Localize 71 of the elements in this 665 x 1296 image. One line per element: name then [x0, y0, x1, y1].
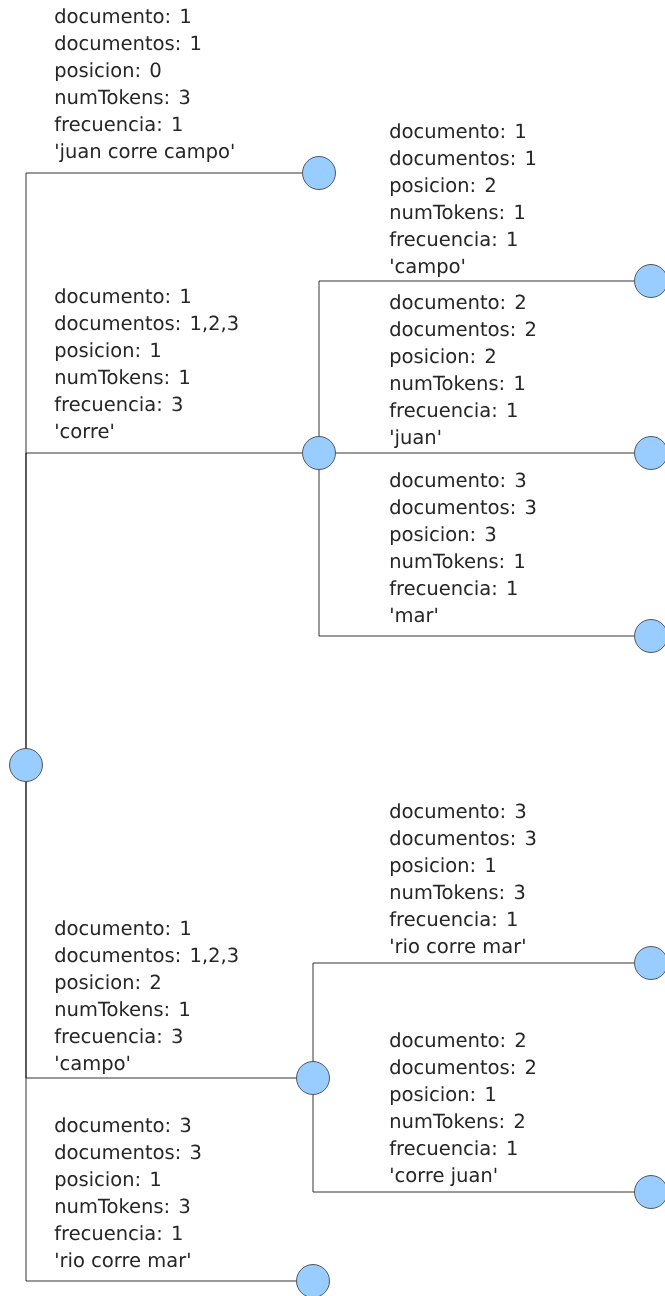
attribute-text: 'campo'	[391, 258, 465, 278]
attribute-text: documento: 2	[390, 294, 525, 310]
attribute-text: 'corre'	[56, 423, 113, 439]
attribute-text: numTokens: 2	[390, 1113, 524, 1129]
attribute-text: numTokens: 1	[390, 375, 524, 391]
attribute-text: frecuencia: 3	[54, 1028, 182, 1044]
attribute-text: documento: 1	[55, 920, 190, 936]
connector-line	[318, 469, 635, 637]
attribute-text: frecuencia: 1	[389, 911, 517, 927]
attribute-text: frecuencia: 1	[389, 231, 517, 247]
attribute-text: posicion: 2	[390, 348, 495, 368]
tree-node-circle	[634, 264, 665, 298]
tree-node-circle	[634, 619, 665, 653]
attribute-text: 'rio corre mar'	[391, 938, 525, 954]
attribute-text: numTokens: 3	[55, 1198, 190, 1214]
attribute-text: 'campo'	[56, 1055, 130, 1075]
attribute-text: documentos: 2	[390, 1059, 535, 1075]
tree-node-circle	[9, 748, 43, 782]
attribute-text: posicion: 2	[390, 177, 495, 197]
tree-node-circle	[302, 156, 336, 190]
attribute-text: frecuencia: 1	[389, 402, 517, 418]
attribute-text: frecuencia: 3	[54, 396, 182, 412]
attribute-text: posicion: 1	[390, 1086, 495, 1106]
attribute-text: documento: 3	[390, 472, 526, 488]
connector-line	[312, 962, 635, 1062]
tree-node-circle	[296, 1264, 330, 1296]
tree-node-circle	[634, 436, 665, 470]
attribute-text: documento: 1	[390, 123, 525, 139]
attribute-text: documentos: 3	[55, 1144, 201, 1160]
connector-line	[25, 452, 303, 749]
attribute-text: posicion: 1	[55, 342, 160, 362]
attribute-text: documento: 1	[55, 288, 190, 304]
attribute-text: documento: 3	[390, 803, 526, 819]
attribute-text: 'rio corre mar'	[56, 1252, 190, 1268]
connector-line	[335, 452, 635, 454]
connector-line	[312, 1094, 635, 1193]
attribute-text: documento: 3	[55, 1117, 191, 1133]
attribute-text: documentos: 3	[390, 830, 536, 846]
tree-node-circle	[634, 946, 665, 980]
tree-node-circle	[634, 1175, 665, 1209]
attribute-text: frecuencia: 1	[389, 1140, 517, 1156]
attribute-text: documentos: 1	[390, 150, 536, 166]
attribute-text: numTokens: 1	[55, 369, 189, 385]
attribute-text: documento: 2	[390, 1032, 525, 1048]
attribute-text: frecuencia: 1	[54, 1225, 182, 1241]
attribute-text: documentos: 3	[390, 499, 536, 515]
attribute-text: documentos: 2	[390, 321, 535, 337]
attribute-text: numTokens: 3	[55, 89, 190, 105]
attribute-text: documentos: 1,2,3	[55, 947, 238, 965]
attribute-text: posicion: 2	[55, 974, 160, 994]
attribute-text: posicion: 1	[390, 857, 495, 877]
attribute-text: posicion: 3	[390, 526, 496, 546]
attribute-text: posicion: 1	[55, 1171, 160, 1191]
attribute-text: 'juan'	[391, 429, 441, 449]
attribute-text: numTokens: 1	[55, 1001, 189, 1017]
attribute-text: frecuencia: 1	[389, 580, 517, 596]
attribute-text: posicion: 0	[55, 62, 161, 82]
attribute-text: numTokens: 1	[390, 204, 524, 220]
attribute-text: numTokens: 3	[390, 884, 525, 900]
connector-line	[25, 781, 297, 1282]
attribute-text: documento: 1	[55, 8, 190, 24]
tree-node-circle	[302, 436, 336, 470]
connector-line	[318, 280, 635, 437]
attribute-text: 'juan corre campo'	[56, 143, 234, 163]
attribute-text: 'corre juan'	[391, 1167, 497, 1187]
attribute-text: numTokens: 1	[390, 553, 524, 569]
attribute-text: frecuencia: 1	[54, 116, 182, 132]
tree-node-circle	[296, 1061, 330, 1095]
attribute-text: 'mar'	[391, 607, 437, 623]
attribute-text: documentos: 1	[55, 35, 201, 51]
attribute-text: documentos: 1,2,3	[55, 315, 238, 333]
